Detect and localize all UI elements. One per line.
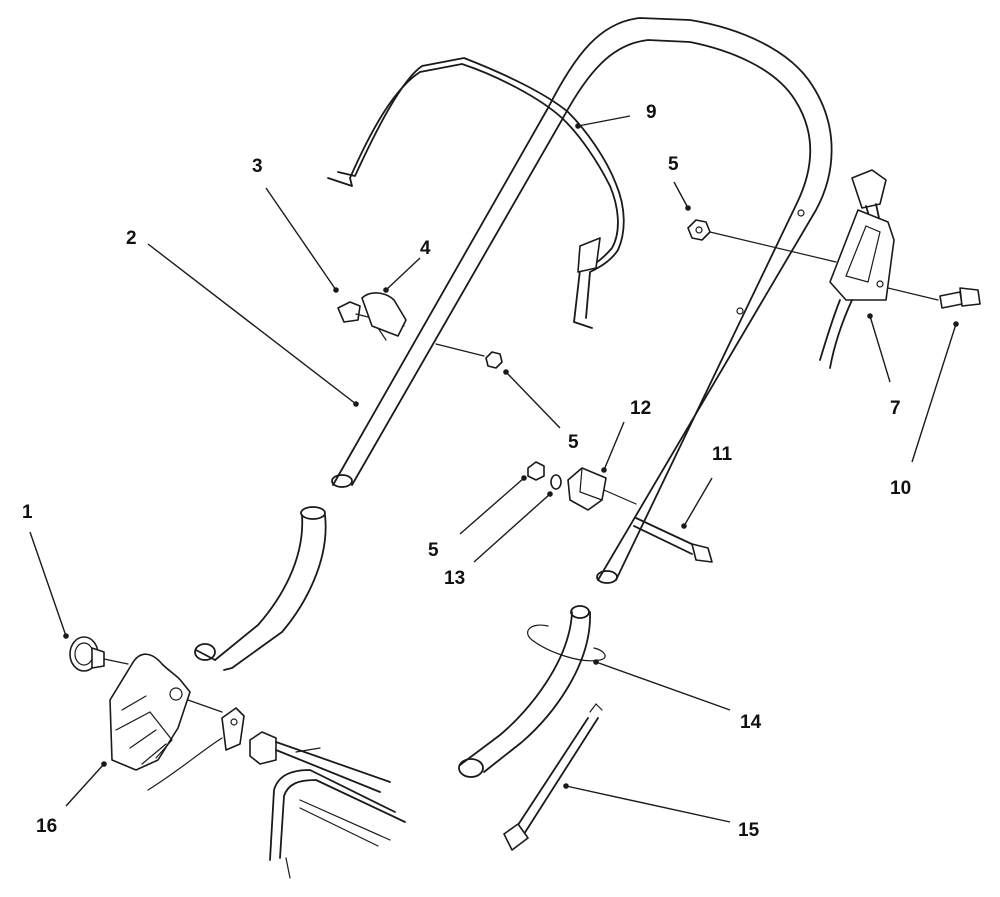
cable-clip-4 xyxy=(361,292,407,341)
nut-5-left xyxy=(435,343,503,369)
callout-4: 4 xyxy=(420,238,431,259)
spacer-12 xyxy=(567,467,637,511)
callout-16: 16 xyxy=(36,816,57,837)
handle-knob xyxy=(69,636,129,672)
callout-15: 15 xyxy=(738,820,760,841)
nut-5-lower xyxy=(527,461,545,481)
callout-13: 13 xyxy=(444,568,465,589)
washer-13 xyxy=(550,474,562,490)
callout-labels: 1 2 3 4 5 5 5 7 9 10 11 12 13 14 15 16 xyxy=(22,102,911,841)
bolt-11 xyxy=(633,517,713,563)
callout-1: 1 xyxy=(22,502,33,523)
drive-control-lever xyxy=(819,169,895,369)
bolt-10 xyxy=(887,287,981,309)
nut-5-right xyxy=(687,219,837,263)
lower-handle-left xyxy=(194,506,327,671)
callout-10: 10 xyxy=(890,478,911,499)
deck-bracket xyxy=(147,707,391,793)
callout-5-bottom: 5 xyxy=(428,540,439,561)
callout-5-left: 5 xyxy=(568,432,579,453)
handle-bracket xyxy=(109,653,223,771)
callout-3: 3 xyxy=(252,156,263,177)
mower-deck xyxy=(269,769,406,879)
callout-2: 2 xyxy=(126,228,137,249)
callout-12: 12 xyxy=(630,398,651,419)
callout-9: 9 xyxy=(646,102,657,123)
callout-11: 11 xyxy=(712,444,733,465)
lower-handle-right xyxy=(458,605,606,778)
control-bail xyxy=(327,57,625,329)
leader-lines xyxy=(29,115,959,823)
cable-rod xyxy=(503,703,603,851)
upper-handle xyxy=(331,17,833,584)
callout-5-top: 5 xyxy=(668,154,679,175)
callout-14: 14 xyxy=(740,712,762,733)
callout-7: 7 xyxy=(890,398,901,419)
